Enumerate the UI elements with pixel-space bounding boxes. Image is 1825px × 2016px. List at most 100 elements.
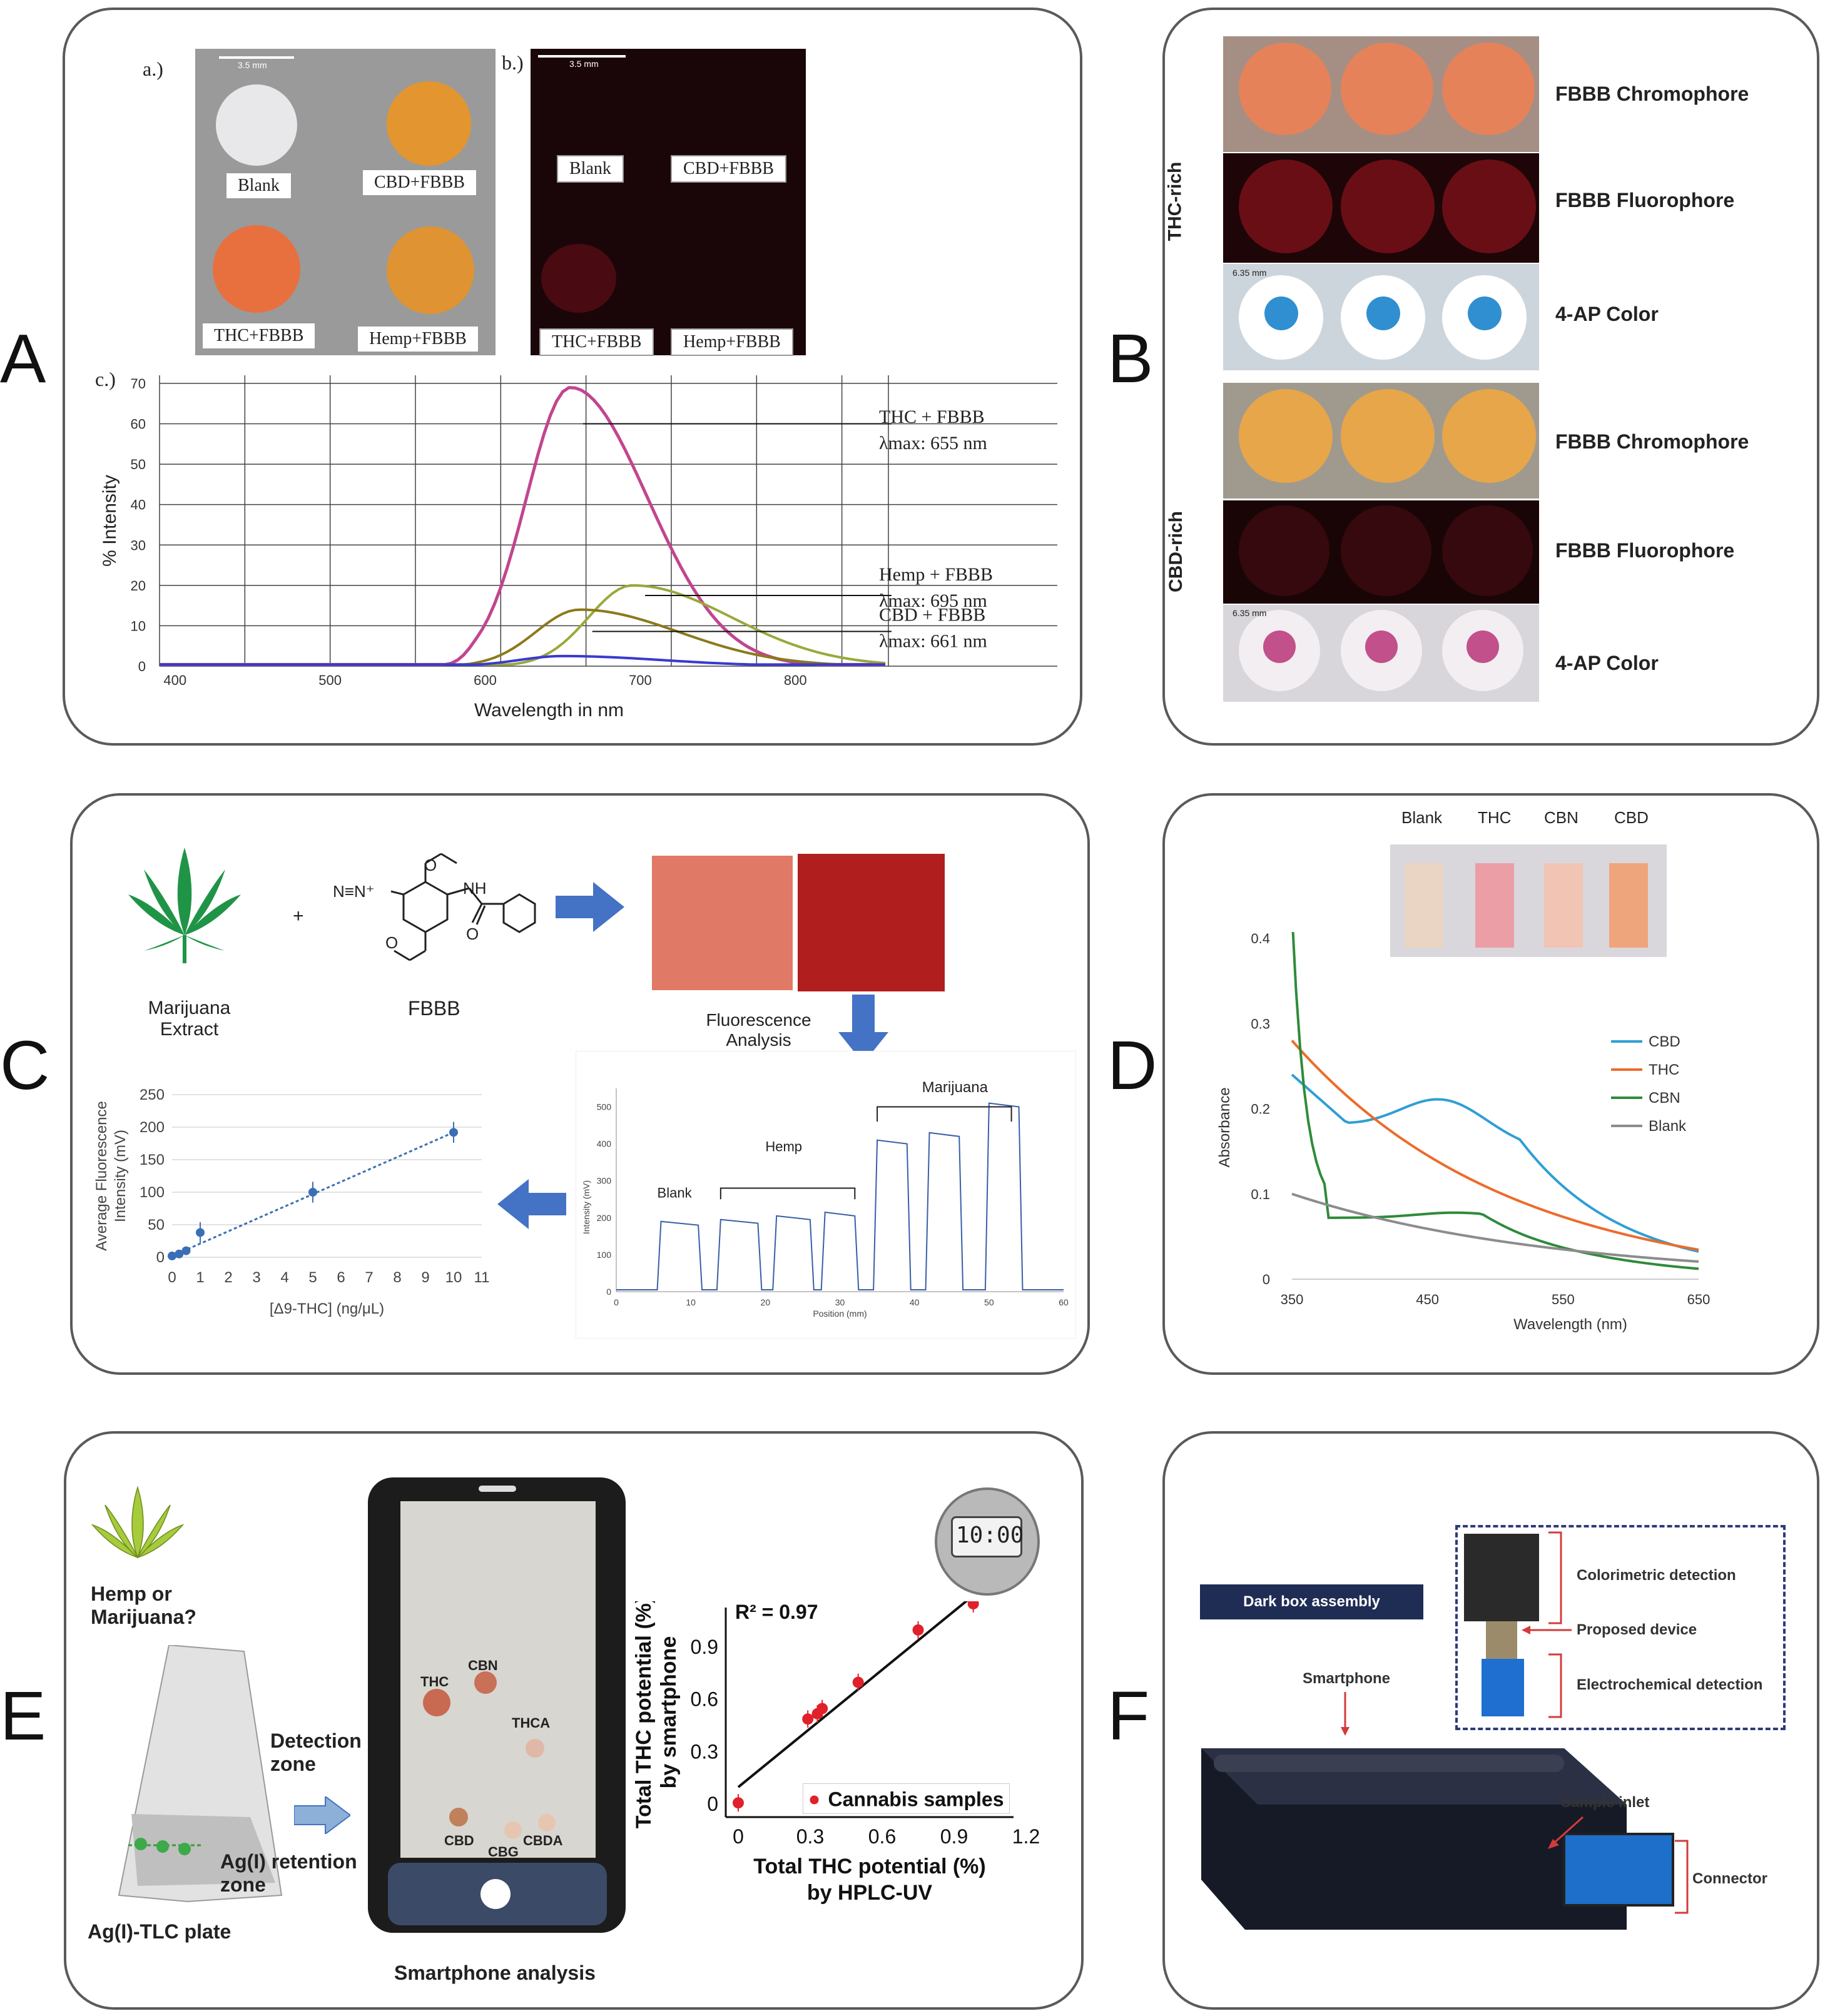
data-point bbox=[733, 1797, 744, 1809]
connector-device bbox=[1563, 1833, 1674, 1907]
x-axis-label: Position (mm) bbox=[813, 1309, 867, 1319]
annotation-lambda: λmax: 661 nm bbox=[879, 631, 987, 651]
x-axis-label: Wavelength (nm) bbox=[1513, 1316, 1627, 1333]
b-thc-well bbox=[1239, 275, 1323, 360]
phone-speaker bbox=[479, 1486, 516, 1492]
x-tick-label: 1 bbox=[196, 1269, 204, 1286]
scale-label-b: 3.5 mm bbox=[569, 59, 599, 69]
x-tick-label: 400 bbox=[163, 672, 186, 688]
chem-diazonium: N≡N⁺ bbox=[333, 882, 375, 901]
series-line bbox=[1291, 1192, 1699, 1263]
profile-trace bbox=[616, 1102, 1064, 1291]
series-line bbox=[1291, 1040, 1699, 1252]
panel-label-d: D bbox=[1107, 1027, 1157, 1104]
x-tick-label: 650 bbox=[1687, 1292, 1711, 1307]
spot-thc-e bbox=[423, 1689, 450, 1716]
hemp-leaf-icon bbox=[91, 1486, 185, 1559]
x-axis-label-2: by HPLC-UV bbox=[807, 1881, 933, 1905]
x-tick-label: 0.9 bbox=[940, 1825, 968, 1848]
y-axis-label-2: Intensity (mV) bbox=[112, 1130, 129, 1222]
spot-cbn-e bbox=[474, 1671, 497, 1694]
spot-thca-e bbox=[526, 1739, 544, 1758]
b-cbd-well-dot bbox=[1263, 630, 1296, 663]
x-tick-label: 4 bbox=[280, 1269, 288, 1286]
x-tick-label: 11 bbox=[474, 1269, 490, 1286]
connector-bracket bbox=[1675, 1840, 1689, 1914]
y-tick-label: 40 bbox=[131, 497, 146, 513]
label-cbd: CBD+FBBB bbox=[362, 169, 477, 196]
bracket-marijuana bbox=[877, 1106, 1012, 1122]
x-tick-label: 7 bbox=[365, 1269, 373, 1286]
y-axis-label: Absorbance bbox=[1216, 1087, 1233, 1167]
series-line bbox=[1291, 1073, 1699, 1253]
glow-thc bbox=[541, 244, 616, 313]
c-fluoro-square bbox=[798, 854, 945, 991]
y-tick-label: 0.3 bbox=[1251, 1016, 1270, 1031]
connector-label: Connector bbox=[1692, 1870, 1767, 1887]
label-blank-b: Blank bbox=[557, 155, 624, 183]
profile-label-blank: Blank bbox=[658, 1185, 693, 1200]
x-tick-label: 800 bbox=[784, 672, 807, 688]
x-tick-label: 50 bbox=[984, 1297, 994, 1307]
spot-cbda-e bbox=[538, 1814, 556, 1831]
vial-thc bbox=[1475, 863, 1514, 948]
series-line bbox=[160, 654, 886, 666]
b-thc-well-dot bbox=[1467, 296, 1502, 330]
x-tick-label: 5 bbox=[308, 1269, 317, 1286]
b-cbd-chromo-spot bbox=[1442, 389, 1536, 483]
spot-label-thc: THC bbox=[420, 1674, 449, 1689]
colorimetric-module bbox=[1464, 1534, 1539, 1621]
b-thc-chromo-spot bbox=[1239, 43, 1331, 135]
profile-frame bbox=[576, 1051, 1076, 1339]
reagent-label: FBBB bbox=[408, 997, 460, 1020]
b-thc-well-dot bbox=[1366, 296, 1400, 330]
data-point bbox=[802, 1713, 814, 1725]
x-axis-label: [Δ9-THC] (ng/μL) bbox=[270, 1300, 384, 1317]
legend-box bbox=[803, 1783, 1010, 1814]
x-axis-label: Wavelength in nm bbox=[474, 700, 624, 721]
question-label: Hemp or Marijuana? bbox=[91, 1583, 196, 1628]
x-tick-label: 3 bbox=[252, 1269, 260, 1286]
x-tick-label: 8 bbox=[393, 1269, 401, 1286]
x-tick-label: 500 bbox=[318, 672, 342, 688]
b-row-label-6: 4-AP Color bbox=[1555, 652, 1659, 674]
vial-label-blank: Blank bbox=[1401, 808, 1443, 827]
y-axis-label-2: by smartphone bbox=[657, 1636, 681, 1789]
x-tick-label: 550 bbox=[1552, 1292, 1575, 1307]
phone-home-button bbox=[480, 1879, 511, 1909]
y-tick-label: 0 bbox=[156, 1249, 165, 1266]
b-row-label-5: FBBB Fluorophore bbox=[1555, 539, 1735, 562]
y-axis-label-1: Average Fluorescence bbox=[93, 1101, 110, 1251]
arrow-down-icon bbox=[838, 995, 888, 1063]
spot-thc bbox=[213, 225, 300, 313]
c-chromo-square bbox=[652, 856, 793, 990]
y-tick-label: 0.4 bbox=[1251, 932, 1270, 946]
y-axis-label-1: Total THC potential (%) bbox=[632, 1601, 656, 1828]
bracket-hemp bbox=[719, 1187, 856, 1200]
arrow-right-icon bbox=[556, 882, 624, 932]
data-point bbox=[175, 1249, 184, 1259]
legend-label: THC bbox=[1649, 1061, 1679, 1078]
scale-bar-b bbox=[538, 55, 626, 58]
b-thc-fluoro-spot bbox=[1341, 160, 1435, 253]
dark-box-label: Dark box assembly bbox=[1200, 1584, 1423, 1619]
proposed-label: Proposed device bbox=[1577, 1621, 1697, 1638]
y-tick-label: 250 bbox=[140, 1087, 165, 1103]
x-tick-label: 9 bbox=[421, 1269, 429, 1286]
x-tick-label: 350 bbox=[1281, 1292, 1304, 1307]
y-tick-label: 0.1 bbox=[1251, 1187, 1270, 1202]
fit-line bbox=[737, 1601, 968, 1788]
legend-label: CBD bbox=[1649, 1033, 1680, 1050]
chem-o1: O bbox=[424, 856, 437, 874]
vial-label-cbn: CBN bbox=[1544, 808, 1578, 827]
y-tick-label: 0 bbox=[138, 659, 146, 674]
tlc-plate bbox=[118, 1645, 283, 1903]
b-cbd-well-dot bbox=[1467, 630, 1499, 663]
label-thc: THC+FBBB bbox=[201, 322, 317, 350]
b-thc-well-dot bbox=[1264, 296, 1298, 330]
scale-bar bbox=[219, 56, 294, 59]
electrochemical-label: Electrochemical detection bbox=[1577, 1676, 1763, 1693]
